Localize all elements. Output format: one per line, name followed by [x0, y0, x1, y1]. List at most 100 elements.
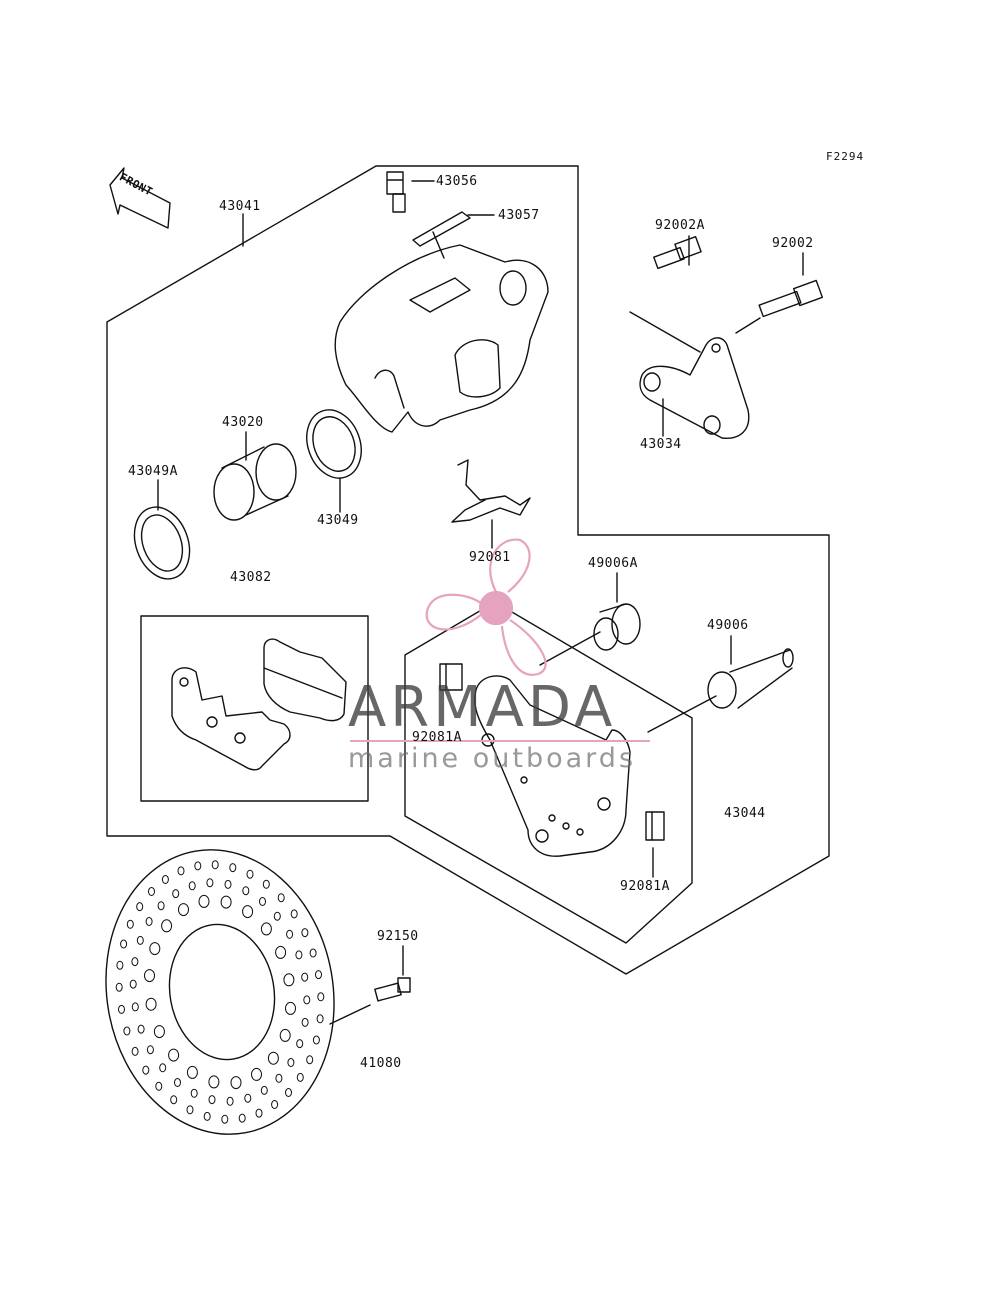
disc-hole: [116, 960, 124, 970]
disc-hole: [115, 982, 123, 992]
disc-hole: [157, 901, 165, 911]
disc-hole: [170, 1095, 178, 1105]
dust-seal-icon: [133, 506, 191, 580]
piston-seal-icon: [306, 409, 362, 479]
disc-hole: [208, 1095, 216, 1105]
disc-hole: [301, 928, 309, 938]
clip-lower-icon: [645, 811, 665, 841]
disc-bolt-icon: [374, 977, 411, 1002]
part-label-43049: 43049: [317, 513, 359, 528]
disc-hole: [131, 1046, 139, 1056]
disc-hole: [145, 997, 157, 1011]
disc-hole: [277, 893, 285, 903]
disc-hole: [153, 1025, 165, 1039]
bolt-92002A-icon: [653, 236, 702, 270]
watermark-title: ARMADA: [348, 675, 617, 740]
part-label-49006A: 49006A: [588, 556, 638, 571]
disc-hole: [142, 1065, 150, 1075]
disc-hole: [172, 889, 180, 899]
disc-hole: [301, 1017, 309, 1027]
disc-hole: [149, 942, 161, 956]
disc-hole: [174, 1078, 181, 1087]
disc-hole: [251, 1067, 262, 1081]
disc-hole: [136, 902, 144, 912]
part-label-43041: 43041: [219, 199, 261, 214]
disc-hole: [296, 1039, 304, 1049]
disc-hole: [267, 1051, 279, 1065]
disc-hole: [287, 1058, 295, 1067]
disc-hole: [137, 1024, 145, 1034]
bolt-92002-icon: [758, 279, 824, 318]
disc-hole: [303, 995, 311, 1005]
disc-hole: [242, 886, 250, 896]
disc-hole: [315, 970, 322, 980]
disc-hole: [301, 972, 309, 982]
disc-hole: [259, 897, 266, 906]
disc-hole: [220, 895, 232, 909]
part-label-43056: 43056: [436, 174, 478, 189]
disc-hole: [118, 1004, 125, 1014]
disc-hole: [285, 1001, 296, 1015]
disc-hole: [221, 1114, 229, 1124]
disc-hole: [271, 1100, 279, 1109]
brake-disc-icon: [105, 849, 335, 1135]
watermark-subtitle: marine outboards: [348, 743, 637, 774]
part-label-41080: 41080: [360, 1056, 402, 1071]
disc-vent-holes: [115, 860, 325, 1124]
disc-hole: [131, 1002, 139, 1012]
disc-hole: [148, 887, 155, 896]
disc-hole: [283, 973, 295, 987]
pad-set-box: [140, 615, 369, 802]
disc-hole: [159, 1063, 167, 1073]
part-label-43082: 43082: [230, 570, 272, 585]
pad-spring-icon: [451, 459, 531, 523]
disc-hole: [155, 1081, 163, 1091]
sleeve-49006A-icon: [593, 603, 641, 651]
disc-hole: [286, 929, 294, 939]
disc-hole: [198, 894, 210, 908]
brake-pad-icon: [171, 667, 291, 771]
figure-code: F2294: [826, 150, 865, 163]
disc-hole: [295, 950, 303, 960]
disc-hole: [120, 939, 128, 949]
disc-hole: [146, 1045, 154, 1055]
disc-hole: [260, 922, 272, 936]
disc-hole: [203, 1111, 211, 1121]
disc-hole: [206, 878, 214, 888]
disc-hole: [285, 1088, 292, 1097]
part-label-43034: 43034: [640, 437, 682, 452]
caliper-body-icon: [334, 244, 549, 433]
disc-hole: [129, 979, 137, 989]
disc-hole: [177, 866, 185, 876]
disc-hole: [178, 903, 189, 917]
caliper-assembly-outline: [106, 165, 830, 975]
disc-hole: [131, 957, 139, 967]
disc-hole: [194, 861, 202, 871]
disc-hole: [312, 1035, 320, 1045]
disc-hole: [273, 911, 281, 921]
disc-hole: [255, 1108, 263, 1118]
part-label-92150: 92150: [377, 929, 419, 944]
disc-hole: [168, 1048, 180, 1062]
disc-hole: [246, 869, 254, 879]
part-label-92002A: 92002A: [655, 218, 705, 233]
disc-hole: [230, 1076, 242, 1090]
piston-icon: [213, 443, 297, 521]
part-label-43057: 43057: [498, 208, 540, 223]
disc-hole: [290, 909, 298, 919]
part-label-92002: 92002: [772, 236, 814, 251]
disc-hole: [186, 1105, 194, 1115]
disc-hole: [316, 1014, 324, 1024]
disc-hole: [309, 948, 317, 958]
brake-pad-backing-icon: [263, 638, 347, 722]
disc-hole: [208, 1075, 220, 1089]
disc-hole: [224, 879, 232, 889]
disc-hole: [275, 945, 287, 959]
armada-logo-icon: [425, 538, 547, 676]
clip-upper-icon: [439, 663, 463, 691]
disc-hole: [126, 919, 134, 929]
part-label-92081: 92081: [469, 550, 511, 565]
disc-hole: [317, 992, 325, 1002]
disc-hole: [186, 1065, 198, 1079]
